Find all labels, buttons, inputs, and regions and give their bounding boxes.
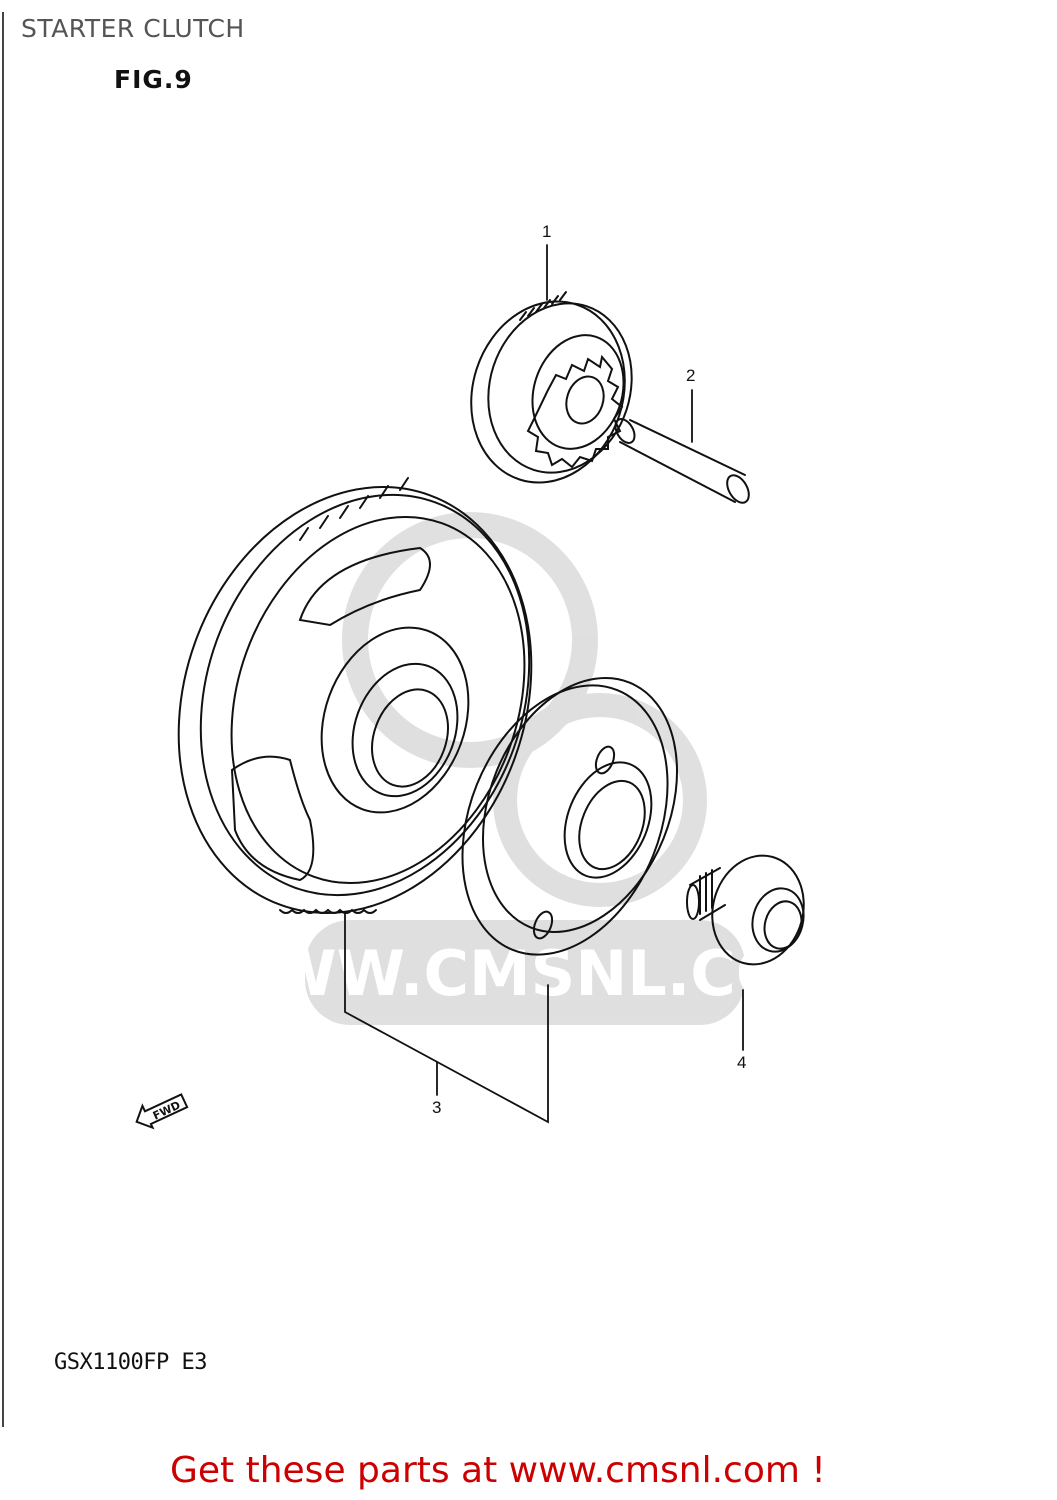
figure-number: FIG.9: [114, 65, 193, 94]
part-4-bolt: [686, 854, 805, 966]
callout-1: 1: [542, 222, 552, 241]
part-2-shaft: [614, 418, 750, 504]
model-code: GSX1100FP E3: [54, 1350, 207, 1375]
forward-arrow-icon: FWD: [135, 1093, 189, 1130]
callout-3: 3: [432, 1098, 442, 1117]
parts-link-banner[interactable]: Get these parts at www.cmsnl.com !: [170, 1450, 826, 1491]
part-3-starter-gear: [177, 477, 533, 914]
page-border-line: [2, 12, 4, 1427]
cmsnl-watermark: WWW.CMSNL.COM: [200, 512, 850, 1025]
part-1-idle-gear: [470, 291, 633, 484]
page-title: STARTER CLUTCH: [21, 14, 245, 43]
part-3-clutch-body: [461, 677, 678, 956]
callout-2: 2: [686, 366, 696, 385]
svg-text:WWW.CMSNL.COM: WWW.CMSNL.COM: [200, 937, 850, 1010]
leader-lines: [344, 244, 744, 1124]
callout-4: 4: [737, 1053, 747, 1072]
